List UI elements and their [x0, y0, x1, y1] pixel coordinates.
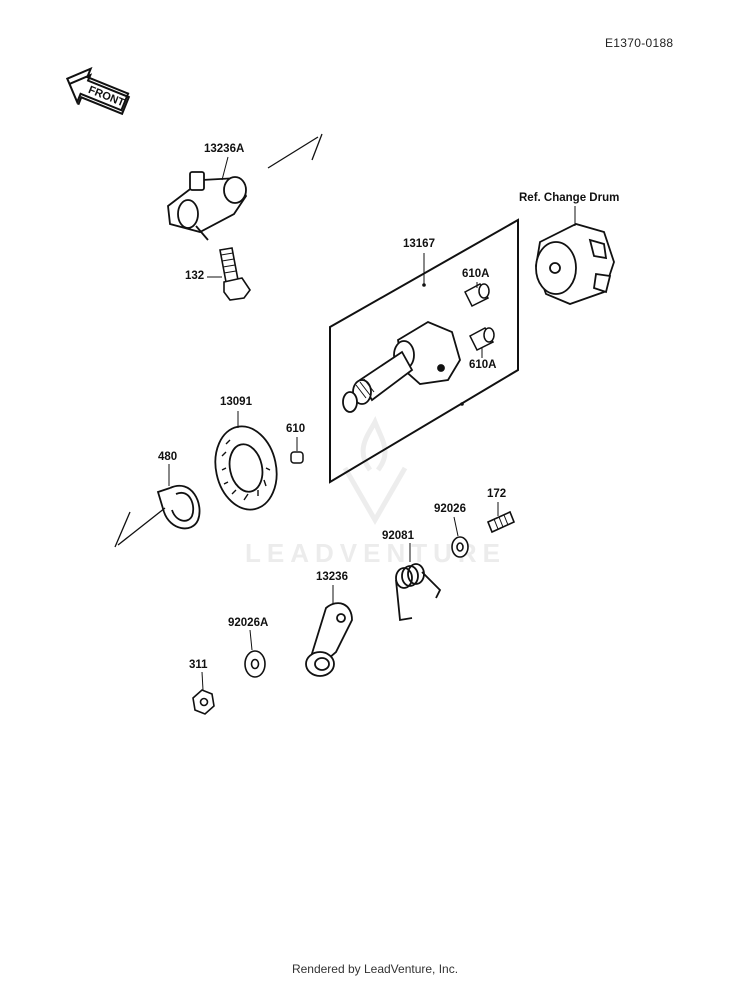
label-92026: 92026 — [434, 503, 466, 515]
shift-shaft-13167 — [342, 320, 461, 413]
label-610: 610 — [286, 423, 306, 435]
label-610A-bottom: 610A — [469, 359, 497, 371]
label-13091: 13091 — [220, 396, 252, 408]
direction-arrow-upper — [267, 133, 323, 169]
label-13167: 13167 — [403, 238, 435, 250]
label-610A-top: 610A — [462, 268, 490, 280]
change-drum-ref — [535, 223, 615, 305]
label-132: 132 — [185, 270, 205, 282]
spring-92081 — [395, 563, 442, 622]
watermark-logo — [342, 416, 408, 526]
nut-311 — [192, 689, 215, 715]
washer-92026A — [244, 650, 266, 678]
footer-credit: Rendered by LeadVenture, Inc. — [291, 962, 459, 976]
pin-610 — [290, 451, 304, 464]
direction-arrow-lower — [114, 507, 166, 548]
label-ref-change-drum: Ref. Change Drum — [519, 192, 620, 204]
leader-13236A — [221, 156, 229, 181]
bolt-132 — [219, 247, 251, 301]
leader-311 — [201, 671, 204, 691]
label-172: 172 — [487, 488, 507, 500]
label-311: 311 — [189, 659, 208, 671]
plate-13091 — [214, 425, 278, 511]
leader-92026 — [453, 516, 459, 537]
circlip-480 — [156, 485, 201, 530]
assembly-box-13167 — [329, 218, 519, 484]
diagram-code: E1370-0188 — [605, 36, 674, 50]
stud-172 — [486, 510, 516, 534]
pin-610A-upper — [464, 282, 490, 308]
front-arrow-icon: FRONT — [65, 66, 131, 116]
shift-lever-13236A — [167, 171, 248, 241]
label-13236: 13236 — [316, 571, 348, 583]
label-92081: 92081 — [382, 530, 414, 542]
label-480: 480 — [158, 451, 178, 463]
washer-92026 — [451, 536, 469, 558]
leader-92026A — [249, 629, 253, 651]
label-92026A: 92026A — [228, 617, 269, 629]
label-13236A: 13236A — [204, 143, 245, 155]
lever-13236 — [305, 602, 353, 677]
pin-610A-lower — [469, 326, 495, 352]
